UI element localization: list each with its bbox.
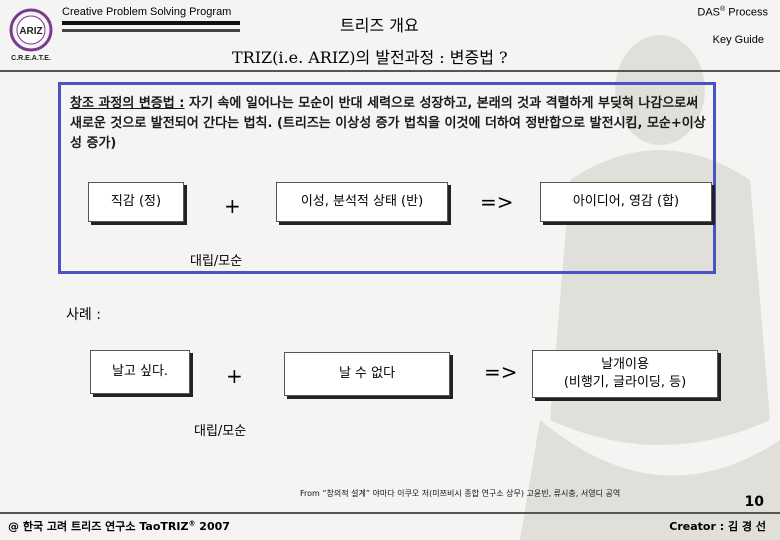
formula-plus: +	[224, 194, 241, 218]
logo-center-text: ARIZ	[19, 26, 42, 37]
example-plus: +	[226, 364, 243, 388]
example-antithesis-card: 날 수 없다	[284, 352, 450, 396]
principle-box	[58, 82, 716, 274]
example-thesis-card: 날고 싶다.	[90, 350, 190, 394]
principle-text: 창조 과정의 변증법 : 자기 속에 일어나는 모순이 반대 세력으로 성장하고…	[70, 94, 710, 154]
thesis-text: 직감 (정)	[110, 194, 162, 209]
footer-left-text: @ 한국 고려 트리즈 연구소 TaoTRIZ	[8, 520, 189, 533]
ariz-logo: ARIZ C.R.E.A.T.E.	[9, 8, 53, 62]
synthesis-text: 아이디어, 영감 (합)	[572, 194, 680, 209]
footer-reg-mark: ®	[188, 519, 196, 528]
example-synthesis-line1: 날개이용	[601, 357, 649, 372]
bottom-divider	[0, 512, 780, 514]
das-reg-mark: ®	[720, 6, 726, 13]
header-bar-2	[62, 29, 240, 32]
das-process: DAS® Process	[697, 6, 768, 19]
example-synthesis-card: 날개이용 (비행기, 글라이딩, 등)	[532, 350, 718, 398]
page-title: 트리즈 개요	[340, 16, 419, 35]
formula-conflict-label: 대립/모순	[190, 254, 243, 269]
antithesis-card: 이성, 분석적 상태 (반)	[276, 182, 448, 222]
top-divider	[0, 70, 780, 72]
principle-heading: 창조 과정의 변증법 :	[70, 96, 185, 111]
footer-creator: Creator : 김 경 선	[669, 520, 766, 533]
example-antithesis-text: 날 수 없다	[338, 366, 396, 381]
thesis-card: 직감 (정)	[88, 182, 184, 222]
example-thesis-text: 날고 싶다.	[111, 364, 169, 379]
footer-copyright: @ 한국 고려 트리즈 연구소 TaoTRIZ® 2007	[8, 518, 230, 534]
synthesis-card: 아이디어, 영감 (합)	[540, 182, 712, 222]
program-name: Creative Problem Solving Program	[62, 6, 232, 18]
example-label: 사례 :	[66, 307, 101, 323]
example-arrow: =>	[484, 360, 518, 384]
footer-year: 2007	[195, 520, 230, 533]
slide-subtitle: TRIZ(i.e. ARIZ)의 발전과정 : 변증법 ?	[232, 48, 508, 67]
example-conflict-label: 대립/모순	[194, 424, 247, 439]
source-citation: From “창의적 설계” 야마다 이쿠오 저(미쯔비시 종합 연구소 상무) …	[300, 489, 621, 498]
header-bar-1	[62, 21, 240, 25]
principle-body: 자기 속에 일어나는 모순이 반대 세력으로 성장하고, 본래의 것과 격렬하게…	[70, 96, 706, 151]
example-synthesis-line2: (비행기, 글라이딩, 등)	[563, 375, 687, 390]
key-guide: Key Guide	[712, 34, 764, 46]
antithesis-text: 이성, 분석적 상태 (반)	[300, 194, 424, 209]
process-text: Process	[725, 6, 768, 19]
formula-arrow: =>	[480, 190, 514, 214]
page-number: 10	[744, 494, 764, 510]
logo-bottom-text: C.R.E.A.T.E.	[11, 55, 51, 62]
das-text: DAS	[697, 6, 721, 19]
